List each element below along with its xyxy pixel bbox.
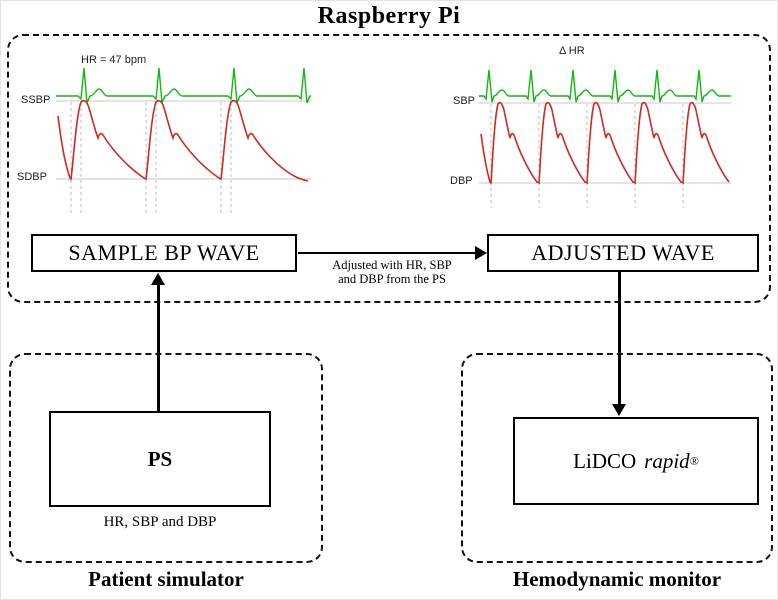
arrow-annotation-line1: Adjusted with HR, SBP [332,258,452,272]
arrow-annotation: Adjusted with HR, SBP and DBP from the P… [307,258,477,286]
right-ecg-trace [479,69,731,103]
right-bp-trace [480,101,730,185]
raspberry-pi-container [7,34,771,303]
left-hr-label: HR = 47 bpm [81,54,147,66]
lidco-model: rapid [644,448,690,473]
adjusted-wave-box: ADJUSTED WAVE [487,234,759,272]
lidco-box: LiDCO rapid ® [513,417,759,505]
ps-to-sample-arrow-line [157,283,160,411]
patient-simulator-container [9,353,323,563]
figure-title: Raspberry Pi [317,3,461,29]
lidco-name: LiDCO [573,448,637,473]
sample-bp-wave-box: SAMPLE BP WAVE [31,234,297,272]
left-diastolic-label: SDBP [17,171,47,183]
left-beat-marker-dashes [70,102,232,214]
right-hr-label: Δ HR [559,45,585,57]
adjusted-to-lidco-arrow-line [618,272,621,405]
ps-box-label: PS [147,446,173,471]
left-systolic-label: SSBP [21,94,51,106]
ps-signals-label: HR, SBP and DBP [103,514,217,530]
ps-box: PS [49,411,271,507]
ps-to-sample-arrowhead [151,273,165,285]
arrow-annotation-line2: and DBP from the PS [338,272,446,286]
sample-to-adjusted-arrowhead [475,246,487,260]
right-diastolic-label: DBP [450,175,473,187]
right-systolic-label: SBP [453,95,476,107]
right-beat-marker-dashes [490,104,684,208]
left-bp-trace [57,99,309,182]
hemodynamic-monitor-title: Hemodynamic monitor [512,567,722,591]
left-ecg-trace [56,67,311,104]
patient-simulator-title: Patient simulator [88,567,244,591]
hemodynamic-monitor-container [461,353,773,563]
sample-to-adjusted-arrow-line [298,252,478,254]
sample-bp-wave-label: SAMPLE BP WAVE [68,240,260,265]
adjusted-wave-label: ADJUSTED WAVE [531,240,715,265]
registered-trademark-symbol: ® [689,453,699,468]
adjusted-waveform-panel [479,69,731,208]
adjusted-to-lidco-arrowhead [612,404,626,416]
sample-waveform-panel [56,67,311,214]
